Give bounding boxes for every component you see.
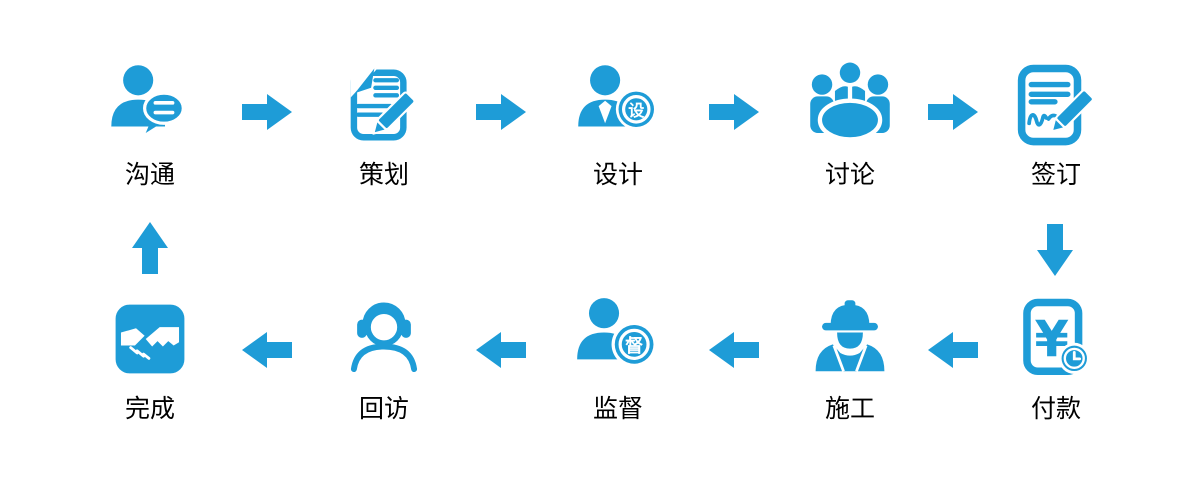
meeting-table-icon xyxy=(810,62,890,142)
step-label: 讨论 xyxy=(824,160,875,189)
arrow-left-icon xyxy=(928,332,978,368)
person-chat-icon xyxy=(111,65,185,133)
step-plan: 策划 xyxy=(304,62,464,189)
arrow-left-icon xyxy=(709,332,759,368)
step-label: 沟通 xyxy=(124,160,175,189)
design-badge-char: 设 xyxy=(628,101,645,120)
arrow-up-icon xyxy=(132,222,168,274)
step-communicate: 沟通 xyxy=(70,62,230,189)
step-label: 监督 xyxy=(592,394,643,423)
step-label: 策划 xyxy=(358,160,409,189)
step-label: 施工 xyxy=(824,394,875,423)
construction-worker-icon xyxy=(815,300,885,372)
step-design: 设 设计 xyxy=(538,62,698,189)
arrow-down-icon xyxy=(1037,224,1073,276)
step-visit: 回访 xyxy=(304,296,464,423)
step-label: 回访 xyxy=(358,394,409,423)
arrow-right-icon xyxy=(476,94,526,130)
step-supervise: 督 监督 xyxy=(538,296,698,423)
step-label: 付款 xyxy=(1030,394,1081,423)
payment-clock-icon: ¥ xyxy=(1023,298,1090,376)
step-discuss: 讨论 xyxy=(770,62,930,189)
arrow-right-icon xyxy=(709,94,759,130)
headset-person-icon xyxy=(350,302,418,373)
step-pay: ¥ 付款 xyxy=(976,296,1136,423)
supervisor-badge-icon: 督 xyxy=(577,298,657,367)
contract-sign-icon xyxy=(1017,64,1094,146)
handshake-icon xyxy=(115,304,185,374)
arrow-right-icon xyxy=(928,94,978,130)
document-pencil-icon xyxy=(350,68,416,141)
step-label: 签订 xyxy=(1030,160,1081,189)
step-sign: 签订 xyxy=(976,62,1136,189)
step-label: 设计 xyxy=(592,160,643,189)
arrow-right-icon xyxy=(242,94,292,130)
arrow-left-icon xyxy=(476,332,526,368)
step-label: 完成 xyxy=(124,394,175,423)
step-construct: 施工 xyxy=(770,296,930,423)
arrow-left-icon xyxy=(242,332,292,368)
designer-badge-icon: 设 xyxy=(578,65,657,130)
supervise-badge-char: 督 xyxy=(625,335,643,357)
step-complete: 完成 xyxy=(70,296,230,423)
